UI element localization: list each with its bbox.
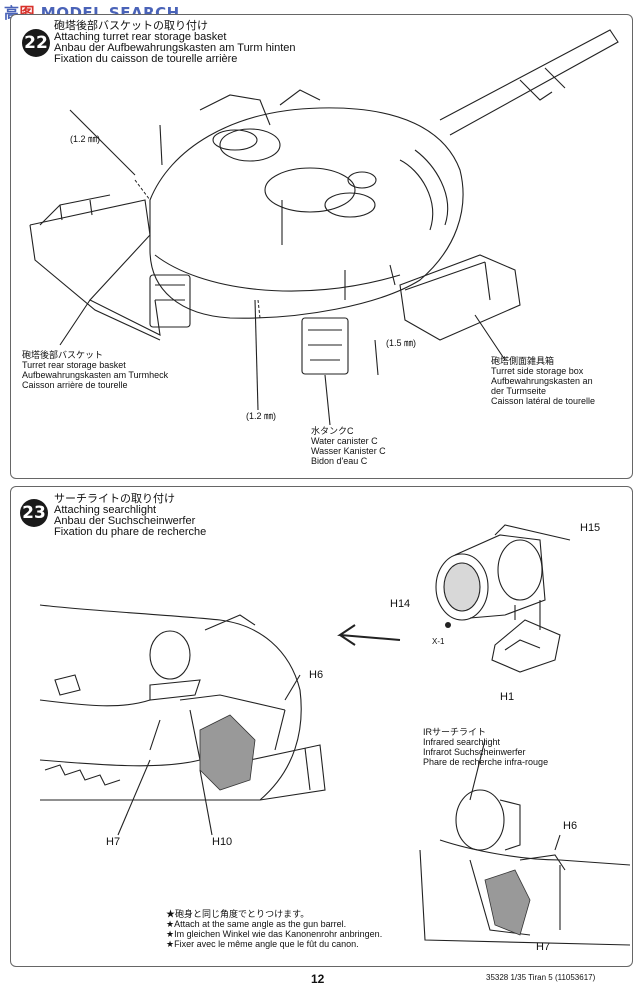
step-23-title: サーチライトの取り付け Attaching searchlight Anbau … <box>54 493 207 538</box>
dim-label-2: (1.2 ㎜) <box>246 411 277 421</box>
dim-label-1: (1.2 ㎜) <box>70 134 101 144</box>
step-23-number: 23 <box>20 499 48 527</box>
side-box-label: 砲塔側面雑具箱 Turret side storage box Aufbewah… <box>491 356 596 406</box>
product-code: 35328 1/35 Tiran 5 (11053617) <box>486 973 596 982</box>
angle-note: ★砲身と同じ角度でとりつけます。 ★Attach at the same ang… <box>166 909 383 949</box>
part-h6-detail: H6 <box>563 820 578 832</box>
step-22-title: 砲塔後部バスケットの取り付け Attaching turret rear sto… <box>54 20 296 65</box>
page-number: 12 <box>311 972 325 986</box>
dim-label-3: (1.5 ㎜) <box>386 338 417 348</box>
canister-label: 水タンクC Water canister C Wasser Kanister C… <box>311 426 386 466</box>
part-h10: H10 <box>212 836 233 848</box>
step-22-number: 22 <box>22 29 50 57</box>
basket-label: 砲塔後部バスケット Turret rear storage basket Auf… <box>22 350 169 390</box>
part-h14: H14 <box>390 598 411 610</box>
part-h7-main: H7 <box>106 836 121 848</box>
part-x1: X-1 <box>432 637 445 646</box>
part-h7-detail: H7 <box>536 941 551 953</box>
step-23-panel <box>10 486 633 967</box>
part-h1: H1 <box>500 691 515 703</box>
ir-searchlight-label: IRサーチライト Infrared searchlight Infrarot S… <box>423 727 549 767</box>
part-h15: H15 <box>580 522 601 534</box>
part-h6-main: H6 <box>309 669 324 681</box>
